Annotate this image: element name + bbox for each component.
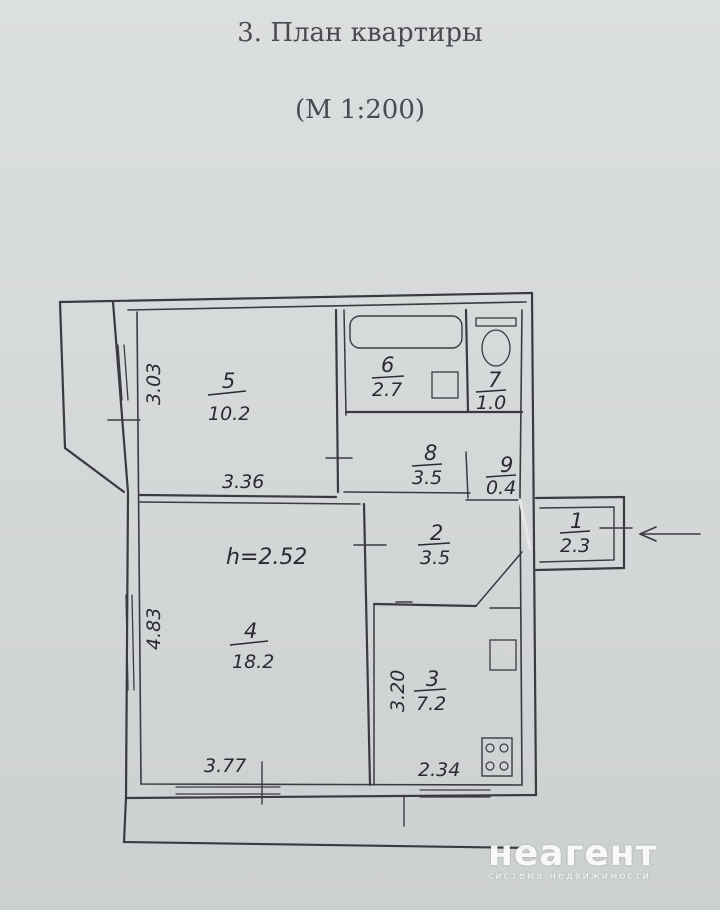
burner-icon bbox=[499, 743, 509, 753]
wall-8-9 bbox=[465, 451, 469, 499]
balcony-left bbox=[58, 300, 126, 494]
burner-icon bbox=[485, 743, 495, 753]
door-arc-kitchen bbox=[475, 551, 523, 607]
watermark-tagline: система недвижимости bbox=[488, 871, 652, 882]
watermark-logo: неагент система недвижимости bbox=[488, 833, 688, 882]
watermark-brand: неагент bbox=[488, 833, 658, 874]
inner-wall-right bbox=[519, 309, 523, 496]
dim-room4-height: 4.83 bbox=[143, 608, 165, 650]
balcony-bottom bbox=[122, 796, 532, 850]
burner-icon bbox=[485, 761, 495, 771]
wall-6-7 bbox=[464, 308, 470, 414]
outer-wall-left bbox=[111, 300, 130, 800]
entrance-arrow-icon bbox=[639, 526, 657, 542]
room-number-9: 9 bbox=[500, 453, 513, 477]
dimension-ticks bbox=[107, 419, 633, 827]
room-number-2: 2 bbox=[430, 521, 443, 545]
burner-icon bbox=[499, 761, 509, 771]
wall-8-bottom bbox=[343, 491, 471, 494]
wall-5-4-inner bbox=[139, 501, 361, 505]
room-number-5: 5 bbox=[222, 369, 235, 393]
inner-wall-outline bbox=[136, 311, 523, 786]
dim-room3-width: 2.34 bbox=[418, 759, 460, 781]
room-number-8: 8 bbox=[424, 441, 437, 465]
room-area-7: 1.0 bbox=[476, 392, 506, 414]
window-room4 bbox=[125, 594, 135, 691]
sink-icon bbox=[431, 371, 459, 399]
room-area-5: 10.2 bbox=[208, 403, 250, 425]
window-bottom-room4 bbox=[175, 786, 281, 795]
dim-room5-width: 3.36 bbox=[222, 471, 264, 493]
room-number-1: 1 bbox=[570, 509, 583, 533]
kitchen-sink-icon bbox=[489, 639, 517, 671]
vestibule-inner bbox=[539, 506, 615, 563]
vestibule-outline bbox=[534, 495, 626, 572]
room-number-7: 7 bbox=[488, 368, 502, 392]
room-number-6: 6 bbox=[381, 353, 394, 377]
outer-wall-right bbox=[124, 291, 538, 800]
toilet-tank-icon bbox=[475, 317, 517, 327]
wall-5-6 bbox=[334, 308, 340, 494]
room-area-4: 18.2 bbox=[232, 651, 274, 673]
inner-wall-top bbox=[127, 301, 527, 311]
wall-4-3 bbox=[362, 502, 372, 787]
dim-room5-height: 3.03 bbox=[143, 363, 165, 405]
wall-5-4 bbox=[138, 493, 338, 499]
room-area-2: 3.5 bbox=[420, 547, 450, 569]
wall-2-3 bbox=[372, 602, 478, 608]
bathtub-icon bbox=[349, 315, 463, 349]
plan-scale: (М 1:200) bbox=[294, 95, 426, 125]
room-area-9: 0.4 bbox=[486, 477, 516, 499]
dim-room4-width: 3.77 bbox=[204, 755, 246, 777]
room-area-1: 2.3 bbox=[560, 535, 590, 557]
room-area-6: 2.7 bbox=[372, 379, 402, 401]
room-number-3: 3 bbox=[426, 667, 439, 691]
room-area-8: 3.5 bbox=[412, 467, 442, 489]
window-bottom-room3 bbox=[419, 789, 491, 798]
room-area-3: 7.2 bbox=[416, 693, 446, 715]
stove-icon bbox=[481, 737, 513, 777]
toilet-icon bbox=[481, 329, 511, 367]
dim-ceiling-height: h=2.52 bbox=[226, 545, 307, 570]
outer-wall-top bbox=[58, 291, 534, 304]
dim-room3-height: 3.20 bbox=[387, 670, 409, 712]
plan-title: 3. План квартиры bbox=[237, 18, 483, 48]
wall-5-6-inner bbox=[343, 309, 347, 416]
window-room5 bbox=[117, 344, 129, 401]
entrance-door-gap bbox=[518, 498, 532, 550]
room-number-4: 4 bbox=[244, 619, 257, 643]
